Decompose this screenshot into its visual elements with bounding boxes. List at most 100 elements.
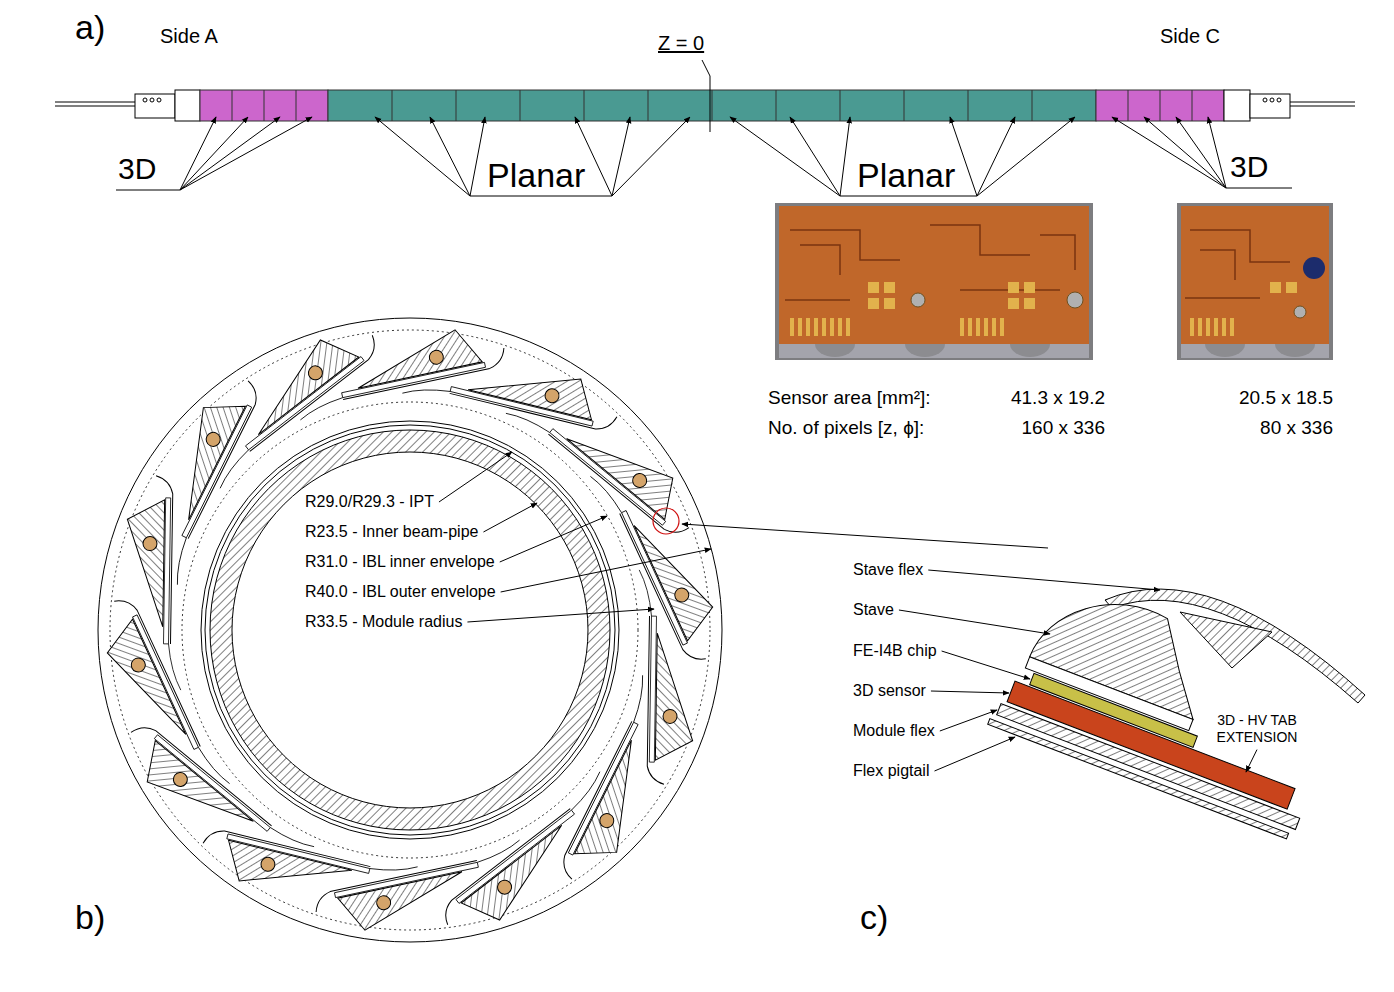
- 3d-module-photo: [1177, 203, 1333, 360]
- leader-lines: [1226, 188, 1292, 189]
- cross-section: [98, 318, 722, 942]
- planar-module-photo: [846, 318, 850, 336]
- leader-line: [1246, 750, 1257, 772]
- 3d-module-photo: [1181, 206, 1329, 344]
- stave-strip: [520, 90, 521, 121]
- 3d-module-photo: [1303, 257, 1325, 279]
- cross-section: [110, 330, 710, 930]
- 3d-module-photo: [1205, 344, 1245, 357]
- stave-strip: [1224, 90, 1250, 121]
- leader-lines: [116, 190, 180, 191]
- stave-strip: [55, 106, 135, 107]
- stave-strip: [1032, 90, 1033, 121]
- leader-lines: [612, 117, 690, 196]
- planar-module-photo: [1067, 292, 1083, 308]
- panel-letter: b): [75, 900, 105, 934]
- part-label: Flex pigtail: [853, 763, 929, 779]
- 3d-module-photo: [1185, 297, 1260, 299]
- cross-section: [547, 675, 693, 891]
- leader-lines: [180, 117, 216, 190]
- cross-section: [636, 570, 695, 785]
- part-label: Stave flex: [853, 562, 923, 578]
- 3d-module-photo: [1206, 318, 1210, 336]
- cross-section: [590, 453, 731, 671]
- stave-strip: [1290, 106, 1355, 107]
- radius-label: R31.0 - IBL inner envelope: [305, 554, 495, 570]
- sensor-type-label: Planar: [487, 158, 585, 192]
- zoom-detail: [988, 571, 1350, 841]
- 3d-module-photo: [1198, 318, 1202, 336]
- planar-module-photo: [785, 225, 1075, 300]
- radius-label: R33.5 - Module radius: [305, 614, 462, 630]
- cross-section: [186, 313, 390, 488]
- sensor-type-label: 3D: [1230, 152, 1268, 182]
- stave-strip: [392, 90, 393, 121]
- planar-module-photo: [822, 318, 826, 336]
- planar-module-photo: [830, 318, 834, 336]
- table-cell: 160 x 336: [1022, 418, 1105, 437]
- cross-section: [205, 425, 615, 835]
- table-heading: Sensor area [mm²]:: [768, 388, 931, 407]
- leader-line: [483, 503, 537, 532]
- leader-line: [500, 516, 607, 562]
- leader-line: [439, 452, 512, 502]
- radius-label: R29.0/R29.3 - IPT: [305, 494, 434, 510]
- z-zero-marker: [702, 60, 710, 132]
- leader-lines: [116, 117, 1292, 196]
- planar-module-photo: [815, 344, 855, 357]
- leader-lines: [840, 117, 850, 196]
- stave-strip: [296, 90, 297, 121]
- leader-lines: [430, 117, 470, 196]
- stave-strip: [840, 90, 841, 121]
- 3d-module-photo: [1270, 282, 1281, 293]
- 3d-module-photo: [1230, 318, 1234, 336]
- stave-strip: [264, 90, 265, 121]
- cross-section: [196, 816, 417, 921]
- radius-label: R23.5 - Inner beam-pipe: [305, 524, 478, 540]
- planar-module-photo: [868, 298, 879, 309]
- part-label: 3D sensor: [853, 683, 926, 699]
- stave-strip: [1277, 98, 1281, 102]
- 3d-module-photo: [1190, 282, 1297, 336]
- leader-line: [934, 737, 1015, 771]
- stave-strip: [1290, 102, 1355, 103]
- part-label: Module flex: [853, 723, 935, 739]
- planar-module-photo: [800, 245, 840, 275]
- 3d-module-photo: [1200, 250, 1235, 280]
- side-label: Side C: [1160, 26, 1220, 46]
- leader-line: [899, 610, 1050, 634]
- stave-strip: [232, 90, 233, 121]
- 3d-module-photo: [1275, 344, 1315, 357]
- planar-module-photo: [779, 206, 1089, 344]
- 3d-module-photo: [1222, 318, 1226, 336]
- stave-strip: [968, 90, 969, 121]
- stave-strip: [135, 94, 175, 118]
- leader-lines: [840, 196, 977, 197]
- leader-lines: [730, 117, 840, 196]
- stave-strip: [1096, 90, 1224, 121]
- panel-letter: c): [860, 900, 888, 934]
- leader-lines: [790, 117, 840, 196]
- planar-module-photo: [790, 318, 794, 336]
- planar-module-photo: [884, 282, 895, 293]
- stave-strip: [175, 90, 200, 121]
- cross-section: [402, 339, 623, 444]
- cross-section: [125, 475, 184, 690]
- table-cell: 41.3 x 19.2: [1011, 388, 1105, 407]
- stave-strip: [456, 90, 457, 121]
- zoom-detail: [1180, 612, 1272, 668]
- stave-strip: [1270, 98, 1274, 102]
- planar-module-photo: [838, 318, 842, 336]
- planar-module-photo: [798, 318, 802, 336]
- zoom-arrow: [682, 524, 1048, 548]
- leader-lines: [375, 117, 470, 196]
- planar-module-photo: [1040, 235, 1075, 270]
- stave-strip: [904, 90, 905, 121]
- stave-strip: [1128, 90, 1129, 121]
- table-cell: 80 x 336: [1260, 418, 1333, 437]
- leader-line: [931, 691, 1009, 693]
- planar-module-photo: [884, 298, 895, 309]
- stave-strip: [200, 90, 328, 121]
